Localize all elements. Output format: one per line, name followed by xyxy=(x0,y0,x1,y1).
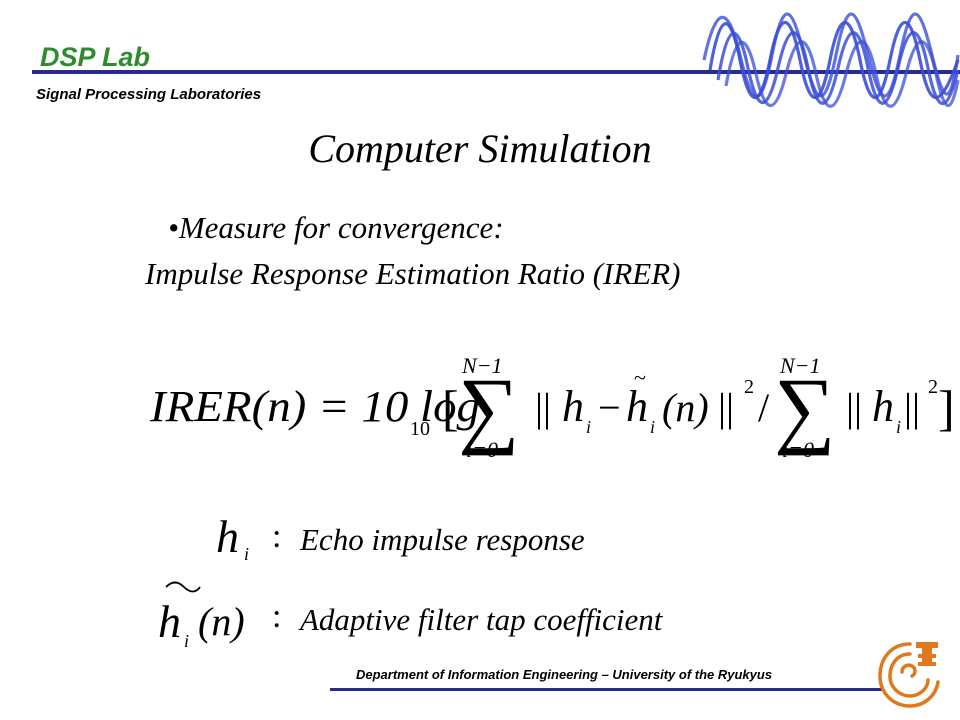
sum1-sigma-icon: ∑ xyxy=(458,360,519,456)
lab-subtitle: Signal Processing Laboratories xyxy=(36,86,262,103)
equation-lhs: IRER(n) = 10 log xyxy=(149,382,480,431)
h-tilde-i-n-symbol: h i (n) xyxy=(158,581,245,651)
denominator-h: h xyxy=(872,382,894,431)
numerator-power: 2 xyxy=(744,376,754,398)
numerator-h-tilde: h xyxy=(626,382,648,431)
tilde-mark: ~ xyxy=(634,365,646,390)
sum1-lower-limit: i=0 xyxy=(466,437,498,462)
footer-divider xyxy=(330,688,882,691)
university-seal-icon xyxy=(878,642,940,708)
denominator-power: 2 xyxy=(928,376,938,398)
numerator-minus: − xyxy=(598,385,621,430)
definition-echo-impulse-response: Echo impulse response xyxy=(300,522,585,557)
waveform-logo-icon xyxy=(702,12,960,108)
h-i-symbol: h i xyxy=(216,511,249,564)
svg-text:i: i xyxy=(184,631,189,651)
lab-title: DSP Lab xyxy=(40,42,151,72)
svg-text:i: i xyxy=(244,544,249,564)
slide-title: Computer Simulation xyxy=(308,126,652,171)
definition-colon: : xyxy=(272,518,282,555)
svg-text:h: h xyxy=(216,511,239,562)
sum1-upper-limit: N−1 xyxy=(461,353,503,378)
denominator-norm-close: || xyxy=(904,385,920,430)
svg-text:h: h xyxy=(158,596,181,647)
definition-adaptive-filter-tap-coefficient: Adaptive filter tap coefficient xyxy=(300,602,663,637)
sum2-upper-limit: N−1 xyxy=(779,353,821,378)
numerator-arg: (n) xyxy=(662,385,709,430)
bullet-measure-for-convergence: •Measure for convergence: xyxy=(168,210,504,245)
denominator-h-sub: i xyxy=(896,417,901,437)
footer-department: Department of Information Engineering – … xyxy=(356,667,773,682)
numerator-h: h xyxy=(562,382,584,431)
sum2-sigma-icon: ∑ xyxy=(774,360,835,456)
denominator-norm-open: || xyxy=(846,385,862,430)
equation-open-bracket: [ xyxy=(442,380,459,436)
irer-equation: IRER(n) = 10 log 10 [ N−1 ∑ i=0 || h i −… xyxy=(149,353,955,462)
numerator-norm-close: || xyxy=(718,385,734,430)
definition-colon: : xyxy=(272,598,282,635)
numerator-h-tilde-sub: i xyxy=(650,417,655,437)
equation-close-bracket: ] xyxy=(938,380,955,436)
equation-log-base: 10 xyxy=(410,418,430,440)
divide-slash: / xyxy=(758,385,770,430)
numerator-norm-open: || xyxy=(535,385,551,430)
svg-text:(n): (n) xyxy=(198,599,245,644)
irer-definition-heading: Impulse Response Estimation Ratio (IRER) xyxy=(145,256,681,291)
header-divider xyxy=(32,70,960,74)
numerator-h-sub: i xyxy=(586,417,591,437)
sum2-lower-limit: i=0 xyxy=(782,437,814,462)
